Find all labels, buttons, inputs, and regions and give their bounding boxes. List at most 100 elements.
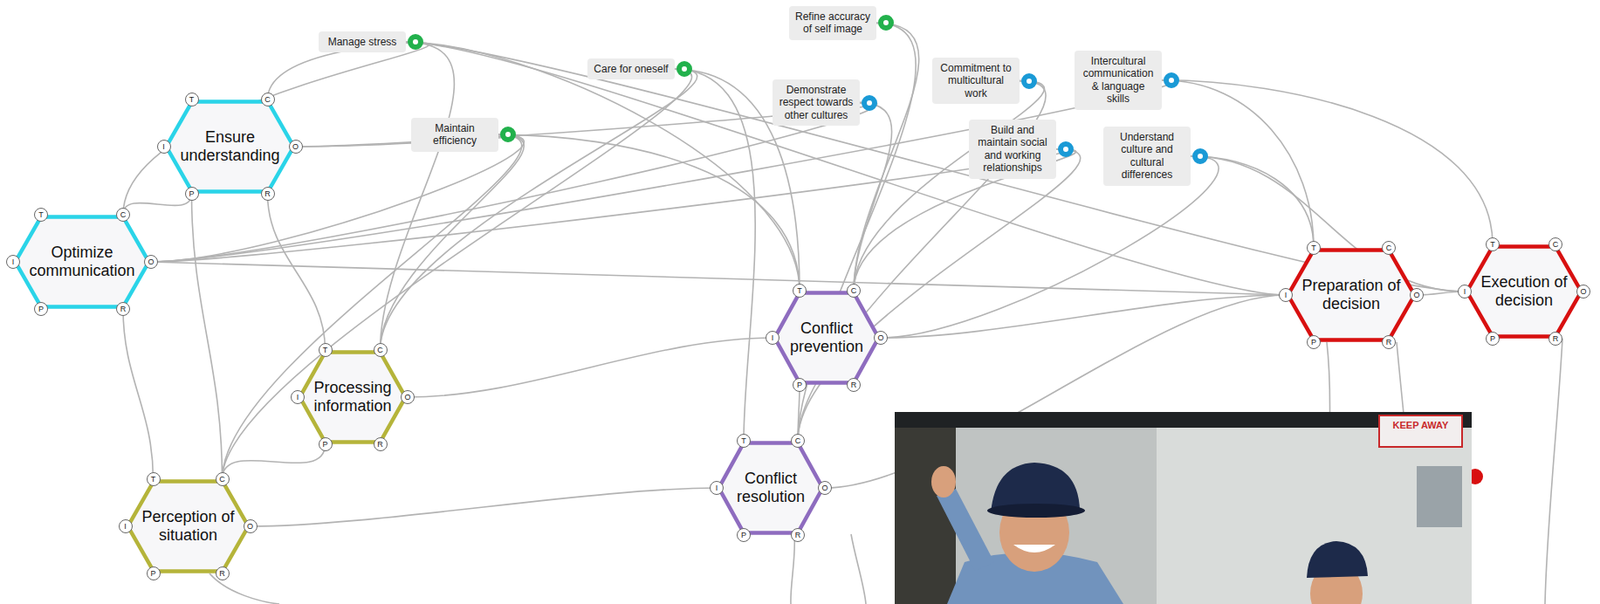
port-letter: T [146,472,161,487]
hexagon-label: Optimize communication [20,243,144,280]
wire-group [209,338,1563,604]
port-letter: C [373,343,388,358]
port-letter: R [260,186,275,201]
status-dot [1192,148,1209,165]
photo-ground [894,412,1472,604]
astronaut-hand [931,466,956,498]
port-letter: I [765,330,780,345]
status-dot [676,61,693,77]
connector [222,68,693,480]
port-letter: P [318,437,333,452]
second-cap [1306,541,1368,578]
port-letter: T [185,92,200,107]
skill-box: Manage stress [318,31,406,53]
hexagon-node: Optimize communication [13,214,152,310]
hexagon-node: Execution of decision [1464,244,1584,339]
connector [797,384,800,441]
port-letter: I [1457,284,1472,299]
skill-box: Understand culture and cultural differen… [1103,126,1191,186]
hexagon-node: Conflict resolution [716,440,825,536]
skill-label: Care for oneself [592,62,670,76]
connector [380,134,525,351]
helicopter-panel [1156,427,1472,604]
hexagon-label: Conflict prevention [772,319,881,356]
connector [407,337,773,398]
skill-label: Manage stress [323,35,401,49]
hexagon-shape [166,102,295,193]
port-letter: R [846,377,861,392]
connector [380,41,455,351]
port-letter: T [1485,237,1500,252]
port-letter: C [790,433,805,448]
hexagon-node: Preparation of decision [1285,247,1417,343]
skill-label: Build and maintain social and working re… [974,123,1051,175]
astronaut-arm [936,488,995,571]
port-letter: I [118,519,133,534]
port-letter: C [260,92,275,107]
connector [222,134,522,480]
connector [222,444,326,480]
status-dot [861,95,878,111]
astronaut-photo [894,412,1472,604]
connector [405,41,1286,296]
port-letter: O [817,480,832,495]
hexagon-label: Perception of situation [127,508,250,544]
port-letter: R [373,437,388,452]
port-letter: R [790,528,805,543]
port-letter: O [288,139,303,154]
port-letter: O [1409,288,1424,303]
port-letter: P [736,528,751,543]
port-letter: T [736,433,751,448]
port-letter: T [1306,240,1321,255]
skill-box: Commitment to multicultural work [932,57,1020,104]
status-dot [407,34,424,50]
hexagon-shape [1288,250,1415,341]
port-letter: C [846,283,861,298]
connector [853,81,1044,291]
skill-label: Demonstrate respect towards other cultur… [777,83,855,122]
hexagon-label: Processing information [297,378,408,415]
skill-box: Refine accuracy of self image [789,6,877,41]
connector [405,41,800,291]
hexagon-node: Perception of situation [125,479,251,574]
hexagon-label: Ensure understanding [169,128,292,165]
helicopter-window [1416,466,1463,528]
cap-brim [987,503,1085,518]
warning-plate [1379,415,1463,447]
hexagon-label: Conflict resolution [716,469,825,506]
connector [380,68,698,351]
skill-box: Maintain efficiency [411,117,499,152]
skill-label: Refine accuracy of self image [794,10,872,36]
status-dot [500,126,516,143]
port-letter: O [144,254,158,269]
connector [674,68,756,441]
port-letter: C [1548,237,1563,252]
connector [880,295,1286,338]
status-dot [878,14,894,31]
port-letter: I [6,254,21,269]
connector [123,41,429,215]
port-letter: P [185,186,200,201]
wire [1545,338,1563,604]
hexagon-node: Ensure understanding [164,99,296,194]
hexagon-node: Processing information [297,350,408,445]
port-letter: C [1381,240,1396,255]
connector [405,41,1465,292]
connector [151,261,1286,296]
port-letter: O [400,390,415,405]
port-letter: I [709,480,724,495]
connector [123,193,193,215]
port-letter: I [1278,288,1293,303]
status-dot [1021,73,1037,90]
port-letter: O [1576,284,1591,299]
hexagon-label: Execution of decision [1464,273,1584,310]
connector [250,487,718,527]
hexagon-node: Conflict prevention [772,290,881,385]
skill-box: Demonstrate respect towards other cultur… [772,79,860,126]
port-letter: P [1306,335,1321,350]
skill-label: Understand culture and cultural differen… [1108,130,1186,182]
connector [1161,80,1493,245]
port-letter: T [318,343,333,358]
hexagon-shape [128,481,249,572]
